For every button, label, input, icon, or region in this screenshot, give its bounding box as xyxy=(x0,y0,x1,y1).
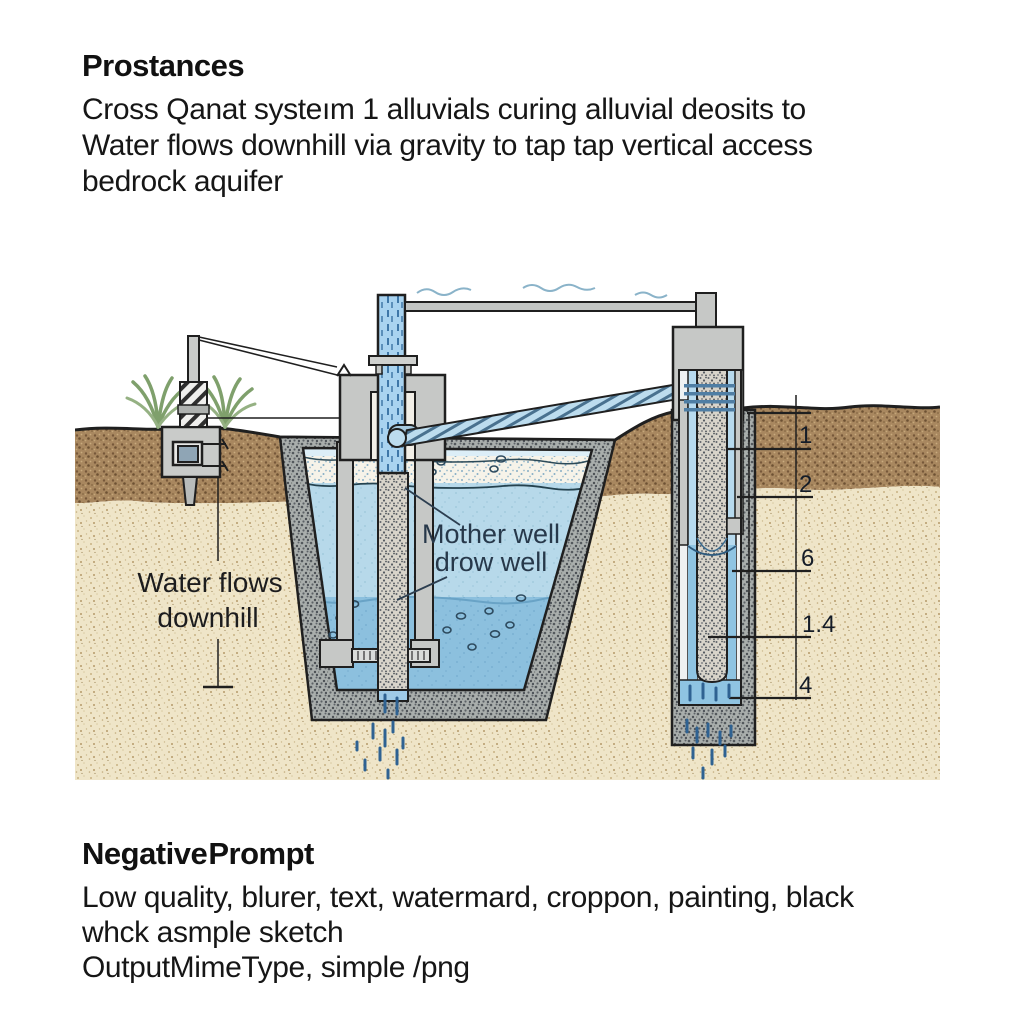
scale-mark-4: 4 xyxy=(799,672,812,699)
inner-window xyxy=(177,445,199,463)
negative-line: OutputMimeType, simple /png xyxy=(82,951,470,984)
right-beam-post xyxy=(695,292,717,328)
prompt-line: bedrock aquifer xyxy=(82,165,283,198)
pit-inner-outline xyxy=(301,446,594,692)
negative-line: whck asmple sketch xyxy=(82,916,344,949)
scale-mark-2: 2 xyxy=(799,471,812,498)
scale-mark-6: 6 xyxy=(801,545,814,572)
mother-well-label-line1: Mother well xyxy=(422,519,560,549)
prompt-text: Cross Qanat systeım 1 alluvials curing a… xyxy=(82,92,813,200)
column-meniscus xyxy=(696,537,728,552)
right-channel-water xyxy=(727,545,736,705)
rope-lines xyxy=(198,336,342,419)
tapered-post xyxy=(181,476,199,506)
well-bottom-water xyxy=(678,679,742,706)
mother-well-column xyxy=(377,472,409,691)
center-wellhead-tower xyxy=(338,283,717,691)
qanat-diagram-svg: 1 2 6 1.4 4 xyxy=(74,283,941,780)
water-squiggles xyxy=(416,283,668,299)
mother-well-label-line2: drow well xyxy=(435,547,548,577)
left-support-bar xyxy=(336,441,354,641)
windlass-post xyxy=(187,335,200,383)
prompt-title: Prostances xyxy=(82,48,245,83)
negative-line: Low quality, blurer, text, watermard, cr… xyxy=(82,881,854,914)
depth-scale xyxy=(708,395,813,700)
seepage-drips xyxy=(355,682,733,780)
well-interior-outline xyxy=(678,369,742,706)
water-flows-label-line2: downhill xyxy=(157,602,258,633)
well-center-column xyxy=(696,369,728,684)
left-well-structure xyxy=(125,335,352,689)
horizontal-beam xyxy=(404,301,702,312)
windlass-band xyxy=(177,404,210,415)
scale-mark-1-4: 1.4 xyxy=(802,611,835,638)
flange-foot xyxy=(404,364,412,375)
well-top-bands xyxy=(684,384,735,412)
label-leaders xyxy=(396,487,461,601)
scale-mark-1: 1 xyxy=(799,422,812,449)
pipe-flange xyxy=(368,355,418,366)
pulley-a-frame xyxy=(336,363,352,377)
column-outlet xyxy=(377,689,409,702)
scale-ticks xyxy=(708,411,813,700)
negative-prompt-text: Low quality, blurer, text, watermard, cr… xyxy=(82,880,854,985)
flow-dimension-line xyxy=(203,477,233,689)
flange-foot xyxy=(375,364,383,375)
dimension-bracket xyxy=(202,438,229,472)
water-level-line xyxy=(687,545,737,556)
plants xyxy=(125,374,257,429)
well-column-assembly xyxy=(319,439,440,702)
left-channel-water xyxy=(688,545,697,705)
vertical-access-well xyxy=(670,325,757,747)
water-flows-label-line1: Water flows xyxy=(137,567,282,598)
prompt-line: Water flows downhill via gravity to tap … xyxy=(82,129,813,162)
prompt-line: Cross Qanat systeım 1 alluvials curing a… xyxy=(82,93,806,126)
qanat-cross-section-diagram: 1 2 6 1.4 4 xyxy=(74,280,941,785)
right-bar-step xyxy=(726,517,744,535)
pipe-left-cap xyxy=(387,428,407,448)
negative-prompt-title: Negative Prompt xyxy=(82,836,314,871)
left-foot xyxy=(319,639,354,668)
well-left-bar xyxy=(678,399,689,546)
